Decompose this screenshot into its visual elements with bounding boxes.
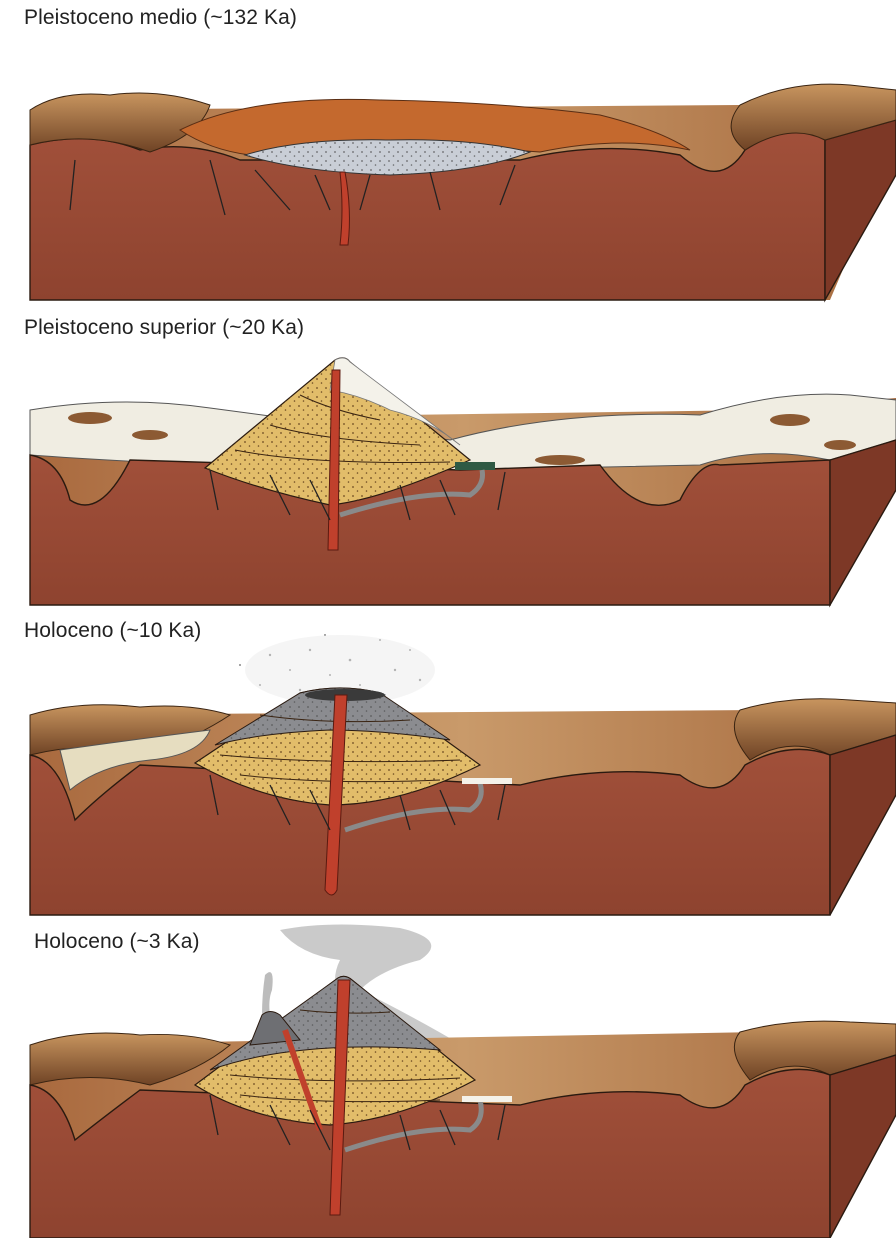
crust-side <box>830 1055 896 1238</box>
panel-holoceno-10ka: Holoceno (~10 Ka) <box>0 615 896 925</box>
panel-holoceno-3ka: Holoceno (~3 Ka) <box>0 920 896 1238</box>
panel-pleistoceno-medio: Pleistoceno medio (~132 Ka) <box>0 0 896 310</box>
snow-patch <box>462 1096 512 1102</box>
small-plume <box>262 972 273 1015</box>
block-diagram <box>0 60 896 310</box>
panel-pleistoceno-superior: Pleistoceno superior (~20 Ka) <box>0 310 896 620</box>
block-diagram <box>0 920 896 1238</box>
block-diagram <box>0 615 896 920</box>
proglacial-lake <box>455 462 495 470</box>
block-diagram <box>0 350 896 610</box>
panel-title: Pleistoceno medio (~132 Ka) <box>24 6 297 30</box>
crust-side <box>825 120 896 300</box>
snow-patch <box>462 778 512 784</box>
crust-side <box>830 440 896 605</box>
panel-title: Pleistoceno superior (~20 Ka) <box>24 316 304 340</box>
crust-block <box>30 455 830 605</box>
crust-side <box>830 735 896 915</box>
